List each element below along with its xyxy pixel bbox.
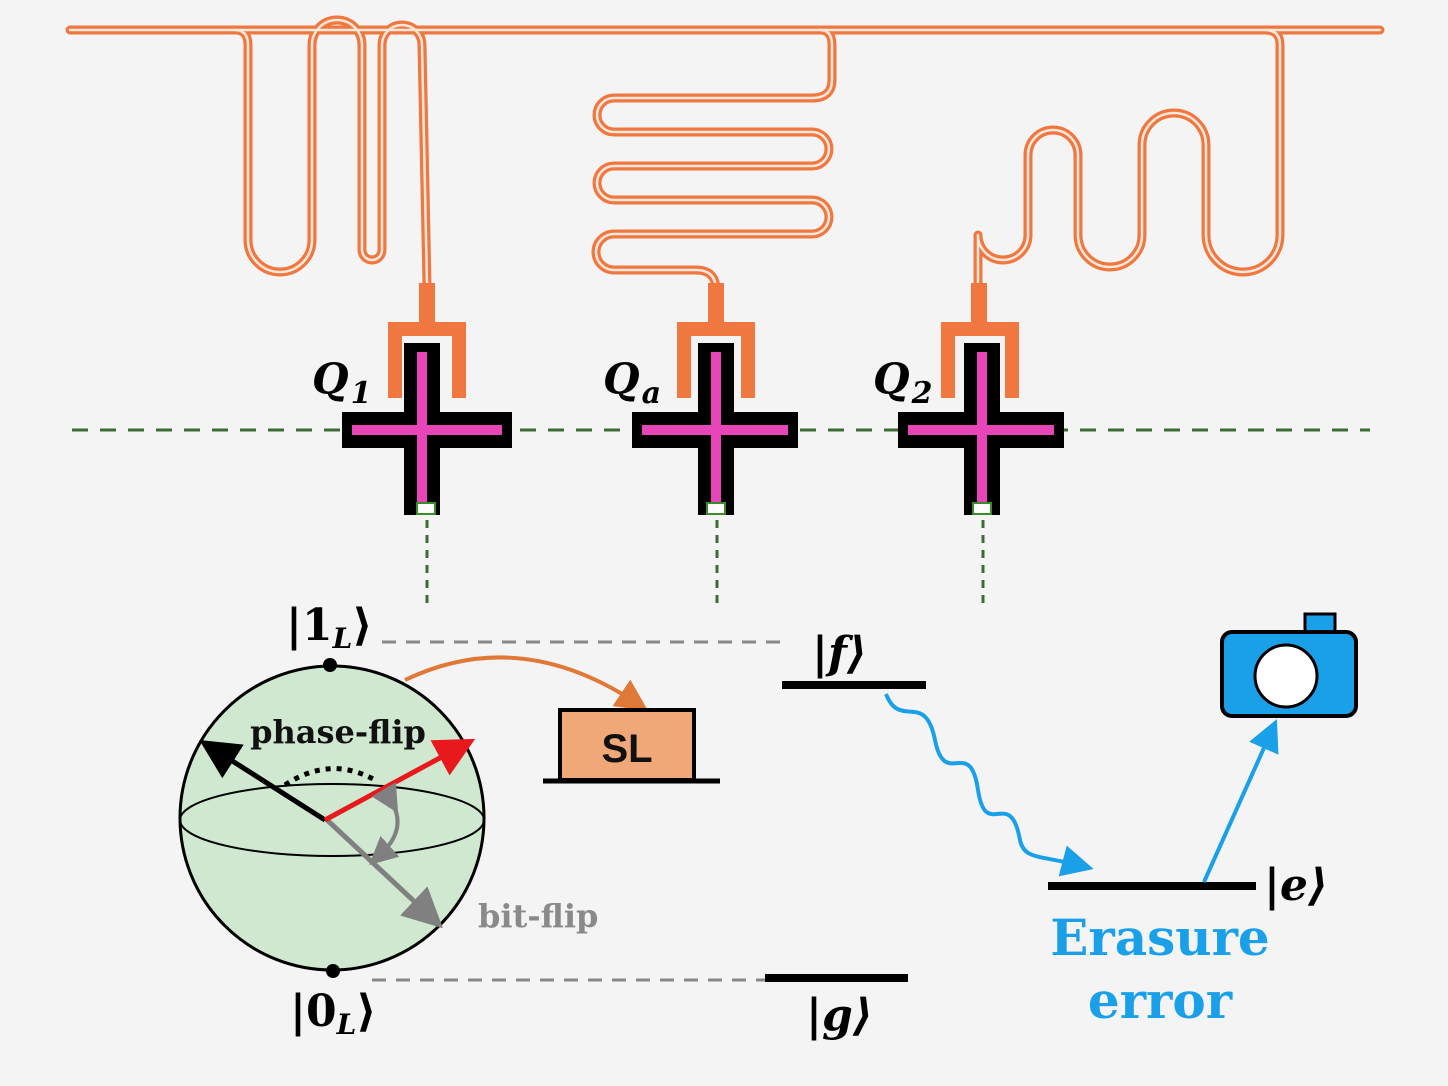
rotation-arc-arrow [369,782,400,866]
qubit-label-q2: Q2 [873,354,932,411]
qubit-q1 [342,283,512,605]
bit-flip-label: bit-flip [478,897,598,935]
decay-wave-arrow [884,693,1094,877]
detection-arrow [1202,719,1279,883]
qubit-label-q1: Q1 [312,354,371,411]
phase-flip-label: phase-flip [250,713,426,751]
sl-arrow [404,655,648,711]
level-f-label: |f⟩ [812,628,867,679]
resonator-q1 [230,15,432,290]
sl-label: SL [601,727,652,771]
erasure-label-line2: error [1088,971,1233,1030]
black-state-arrow [199,739,327,823]
bloch-sphere: phase-flip bit-flip [178,658,598,978]
logical-zero-label: |0L⟩ [290,986,376,1041]
pole-bottom-dot [326,964,340,978]
erasure-label-line1: Erasure [1050,908,1270,967]
level-g-label: |g⟩ [806,990,873,1041]
resonator-q2 [973,25,1285,290]
logical-one-label: |1L⟩ [286,600,372,655]
level-e-label: |e⟩ [1264,860,1328,911]
qubit-label-qa: Qa [603,354,661,411]
camera-icon [1220,612,1358,718]
bit-flip-arrow [323,816,443,929]
resonator-circuit [65,15,1385,295]
qubit-q2 [898,283,1064,605]
resonator-qa [591,25,837,295]
phase-arc [283,766,377,788]
pole-top-dot [323,658,337,672]
sl-box: SL [543,708,720,784]
qubit-qa [632,283,798,605]
